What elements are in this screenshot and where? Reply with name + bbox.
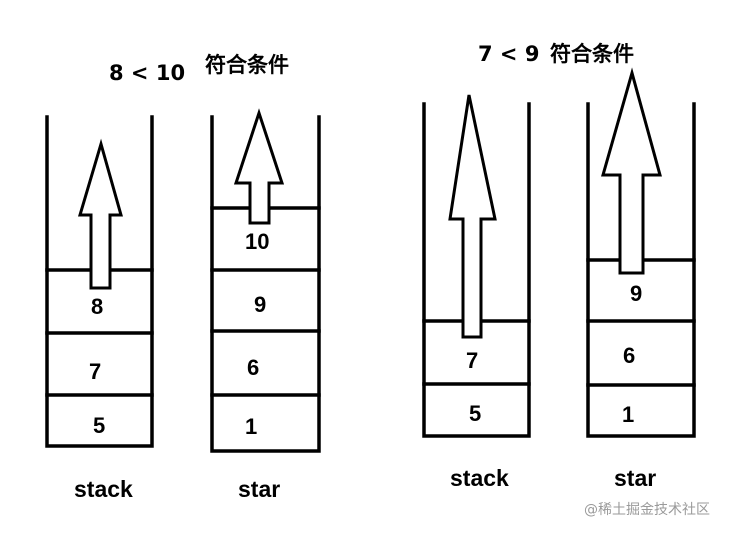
panel2-star-cell: 6 [623,343,635,368]
panel2-stack-cell: 5 [469,401,481,426]
panel1-stack-cell: 5 [93,413,105,438]
panel1-stack-cell: 8 [91,294,103,319]
panel1-condition: 符合条件 [205,53,289,77]
panel1-star-cell: 9 [254,292,266,317]
panel2-star-cell: 1 [622,402,634,427]
panel2-stack-label: stack [450,465,509,491]
panel1-star-label: star [238,476,280,502]
panel1-stack-column [45,115,154,448]
panel2-star-arrow-icon [601,67,662,275]
watermark: @稀土掘金技术社区 [584,502,710,518]
panel1-stack-cell: 7 [89,359,101,384]
panel2-condition: 符合条件 [550,42,634,66]
panel1-star-cell: 10 [245,229,269,254]
panel2-stack-cell: 7 [466,348,478,373]
panel1-stack-arrow-icon [77,138,123,290]
panel1-star-arrow-icon [233,108,285,225]
panel1-comparison: 8 < 10 [109,61,185,85]
panel1-stack-label: stack [74,476,133,502]
panel2-star-label: star [614,465,656,491]
panel1-star-cell: 1 [245,414,257,439]
panel2-stack-arrow-icon [448,94,497,339]
panel2-star-cell: 9 [630,281,642,306]
panel1-star-cell: 6 [247,355,259,380]
panel2-comparison: 7 < 9 [478,42,539,66]
